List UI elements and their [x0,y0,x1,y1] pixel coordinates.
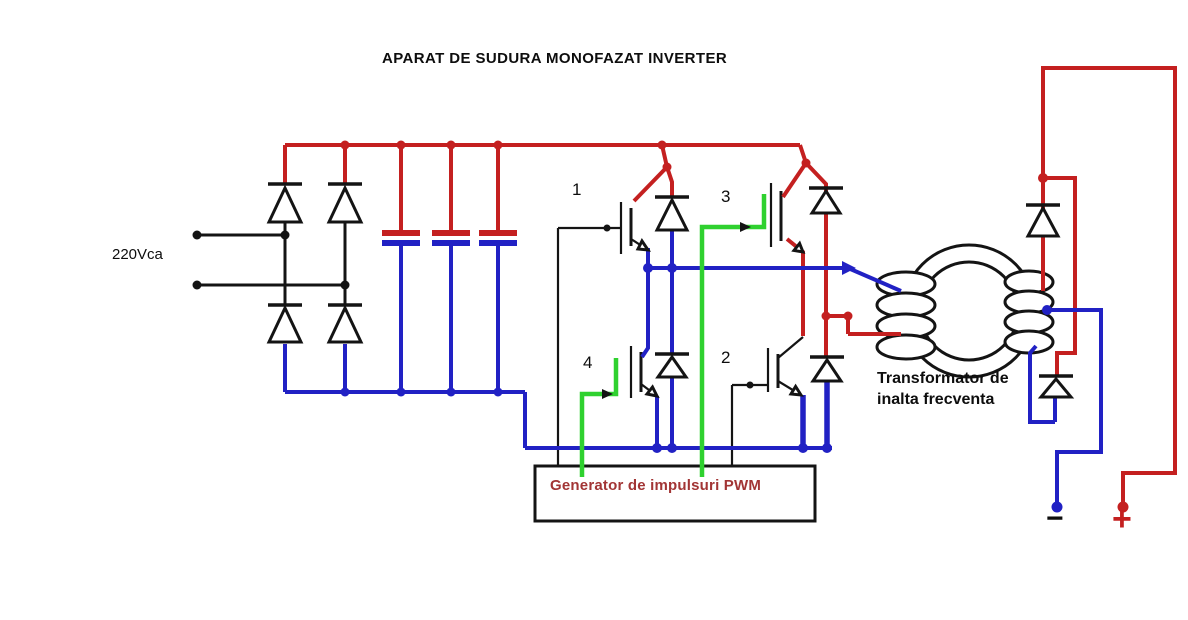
freewheel-diode-1 [654,195,690,232]
output-rectifier-diode-bottom [1037,374,1075,399]
output-rectifier-diode-top [1025,203,1061,238]
primary-winding [875,270,937,361]
freewheel-diode-2 [810,355,844,383]
bridge-diodes [266,182,364,344]
igbt-1-collector-wiring [632,144,674,203]
freewheel-diode-3 [809,186,843,215]
transformer-label: Transformator de inalta frecventa [877,368,1009,410]
freewheel-diode-4 [655,352,689,379]
output-plus-wiring [1041,66,1177,507]
igbt-3-label: 3 [721,187,731,206]
pwm-generator-box [533,464,817,523]
transformer-label-line2: inalta frecventa [877,391,995,408]
igbt-2-label: 2 [721,348,731,367]
igbt-2-body [766,336,804,396]
igbt-3-body [769,183,783,247]
dc-plus-rail [283,143,800,236]
hf-transformer-core [875,243,1055,379]
ac-input-label: 220Vca [112,246,163,263]
bridge-midpoint-a [640,231,902,448]
output-positive-terminal-label: + [1112,500,1132,538]
igbt-1-label: 1 [572,180,582,199]
pwm-generator-label: Generator de impulsuri PWM [550,477,762,494]
transformer-label-line1: Transformator de [877,370,1009,387]
ac-input [192,230,345,290]
igbt-2-emitter-wiring [800,382,830,448]
output-negative-terminal-label: − [1046,502,1064,535]
junction-dots [340,140,1052,453]
output-minus-wiring [1028,308,1103,507]
gate-drive-green [579,194,767,477]
output-terminal-dots [1051,501,1129,513]
emitter-arrows [635,238,806,399]
dc-minus-rail [283,240,832,450]
igbt-3-wiring [781,144,828,358]
igbt-4-label: 4 [583,353,593,372]
schematic-title: APARAT DE SUDURA MONOFAZAT INVERTER [382,50,728,67]
bridge-rectifier [280,222,350,305]
igbt-gate-wiring [556,224,768,466]
